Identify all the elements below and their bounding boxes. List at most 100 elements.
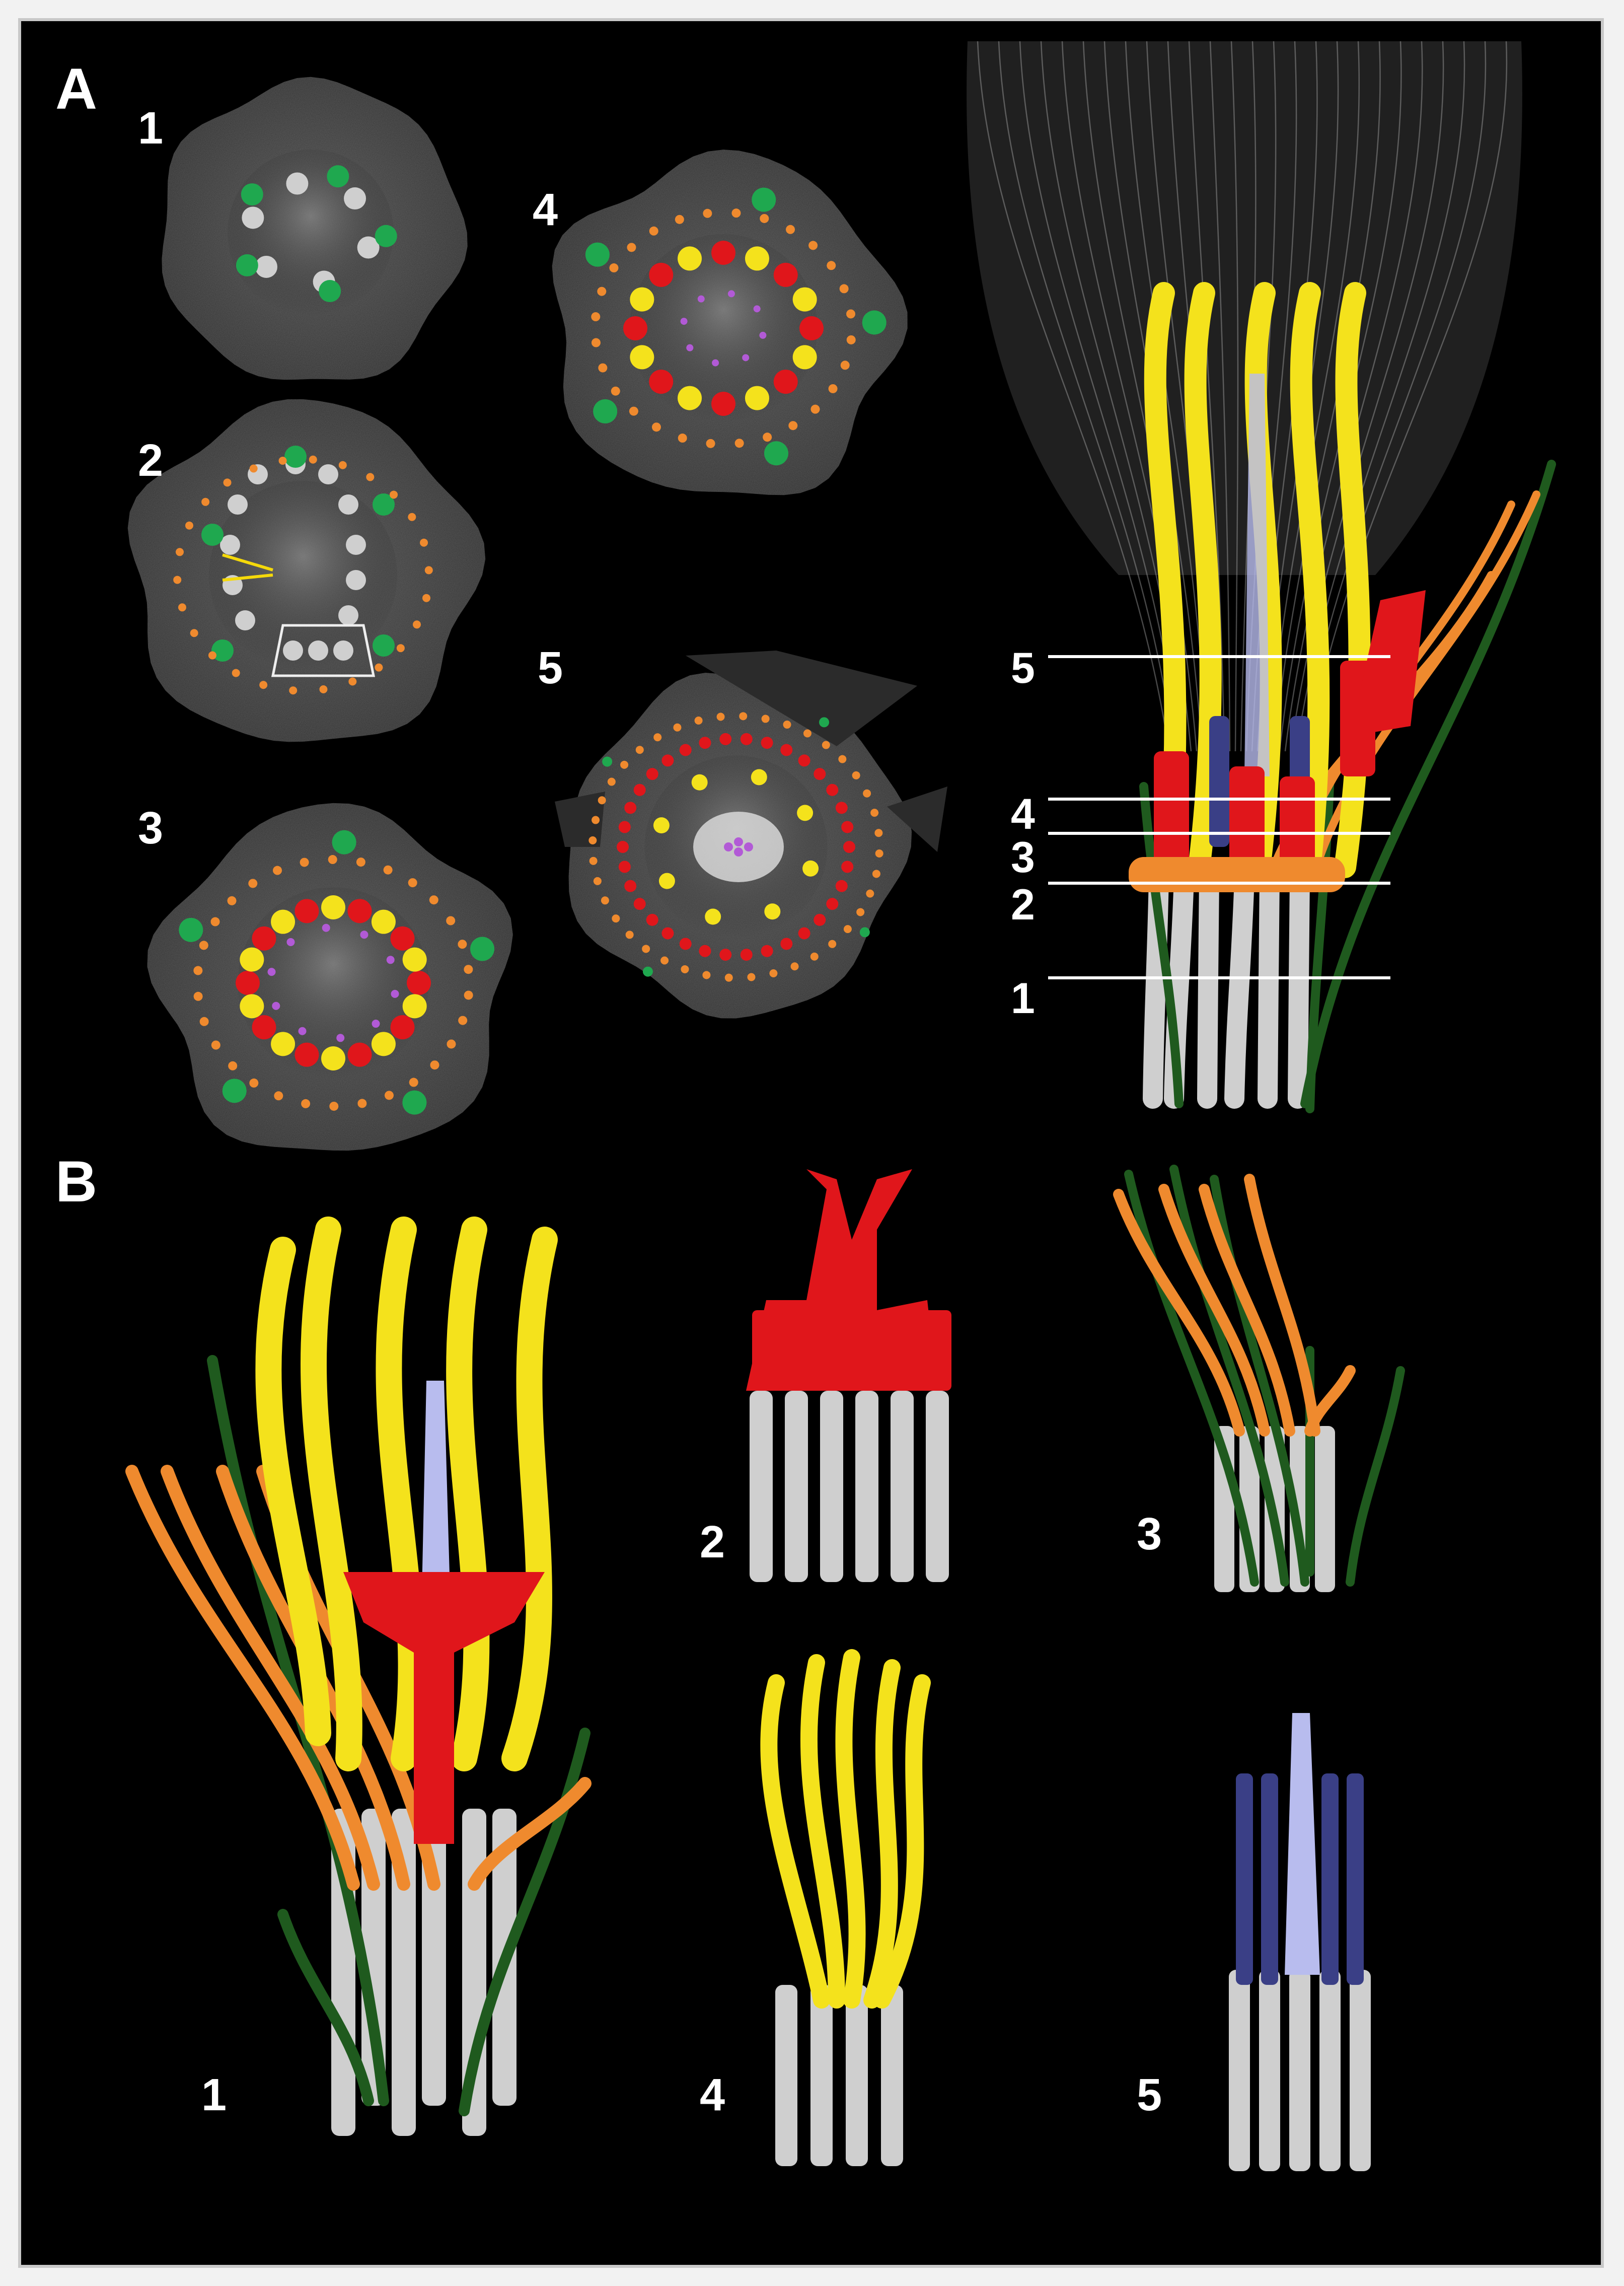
orange-marker	[227, 896, 237, 905]
green-marker	[201, 524, 224, 546]
red-marker	[294, 899, 319, 923]
green-marker	[241, 183, 263, 206]
red-marker	[236, 971, 260, 995]
orange-marker	[597, 287, 607, 296]
purple-marker	[744, 842, 753, 851]
red-stalk	[1154, 751, 1189, 867]
red-marker	[773, 370, 798, 394]
yellow-stalk	[760, 1674, 830, 2009]
orange-marker	[601, 896, 609, 905]
orange-marker	[702, 971, 711, 979]
red-marker	[679, 744, 692, 756]
red-marker	[633, 898, 646, 910]
green-marker	[642, 966, 653, 977]
green-marker	[319, 280, 341, 303]
yellow-marker	[751, 769, 767, 785]
orange-marker	[185, 521, 193, 530]
level-label-3: 3	[1011, 833, 1035, 882]
section-5	[555, 651, 947, 1019]
bell-fiber	[1019, 41, 1181, 752]
yellow-stalk	[863, 1659, 901, 2009]
purple-marker	[734, 837, 743, 846]
red-marker	[780, 938, 793, 950]
orange-stalk	[125, 1465, 360, 1891]
purple-marker	[734, 847, 743, 856]
red-marker	[826, 898, 839, 910]
orange-marker	[675, 215, 684, 224]
red-marker	[719, 733, 732, 745]
red-marker	[835, 802, 848, 814]
orange-marker	[673, 723, 682, 732]
red-marker	[661, 754, 674, 767]
orange-marker	[635, 746, 644, 754]
yellow-marker	[371, 909, 396, 934]
green-marker	[332, 830, 356, 854]
purple-marker	[286, 938, 295, 946]
yellow-stalk	[376, 1217, 424, 1771]
orange-marker	[627, 243, 636, 252]
section-1	[162, 77, 468, 380]
red-marker	[814, 768, 826, 780]
tissue-core	[238, 887, 429, 1079]
orange-marker	[629, 406, 638, 416]
orange-marker	[591, 338, 601, 347]
grey-column	[1229, 1970, 1250, 2171]
grey-marker	[283, 640, 303, 661]
orange-marker	[694, 717, 703, 725]
orange-marker	[390, 490, 398, 499]
orange-marker	[852, 771, 860, 779]
yellow-marker	[371, 1032, 396, 1056]
yellow-stalk	[1184, 282, 1222, 878]
orange-marker	[588, 836, 597, 845]
orange-marker	[232, 669, 240, 677]
red-stalk	[343, 1572, 545, 1844]
orange-marker	[193, 966, 203, 975]
red-marker	[773, 262, 798, 287]
orange-stalk	[1113, 1189, 1245, 1437]
red-stalk	[782, 1310, 810, 1391]
purple-marker	[372, 1020, 380, 1028]
grey-column	[926, 1391, 949, 1582]
purple-marker	[753, 305, 761, 313]
orange-marker	[625, 931, 634, 939]
green-marker	[593, 399, 618, 423]
grey-stalk	[1258, 867, 1280, 1109]
orange-marker	[838, 755, 847, 763]
red-marker	[740, 949, 753, 961]
orange-marker	[598, 796, 606, 805]
green-marker	[222, 1079, 247, 1103]
red-marker	[835, 880, 848, 892]
yellow-marker	[764, 903, 781, 920]
grey-column	[810, 1985, 833, 2166]
grey-marker	[333, 640, 353, 661]
yellow-marker	[792, 345, 817, 370]
red-marker	[679, 938, 692, 950]
green-stalk	[1139, 782, 1184, 1108]
orange-marker	[856, 908, 865, 916]
green-marker	[470, 937, 495, 961]
red-marker	[740, 733, 753, 745]
orange-marker	[592, 816, 600, 824]
green-marker	[327, 165, 349, 188]
purple-marker	[680, 318, 688, 325]
tissue-fold	[686, 651, 917, 746]
orange-marker	[651, 422, 661, 432]
yellow-marker	[240, 947, 264, 972]
orange-marker	[413, 620, 421, 629]
grey-stalk	[1288, 867, 1310, 1109]
yellow-marker	[745, 246, 769, 271]
yellow-marker	[691, 774, 708, 791]
green-stalk	[277, 1909, 374, 2106]
orange-marker	[228, 1061, 238, 1070]
orange-stalk	[1304, 1365, 1356, 1437]
orange-marker	[173, 576, 182, 584]
level-label-4: 4	[1011, 790, 1035, 838]
orange-stalk	[1244, 1174, 1320, 1437]
tissue-fold	[887, 787, 947, 852]
orange-marker	[396, 644, 405, 653]
grey-marker	[308, 640, 328, 661]
yellow-stalk	[873, 1674, 931, 2009]
red-marker	[699, 737, 711, 749]
yellow-stalk	[1334, 282, 1371, 878]
highlight-box	[271, 624, 376, 677]
